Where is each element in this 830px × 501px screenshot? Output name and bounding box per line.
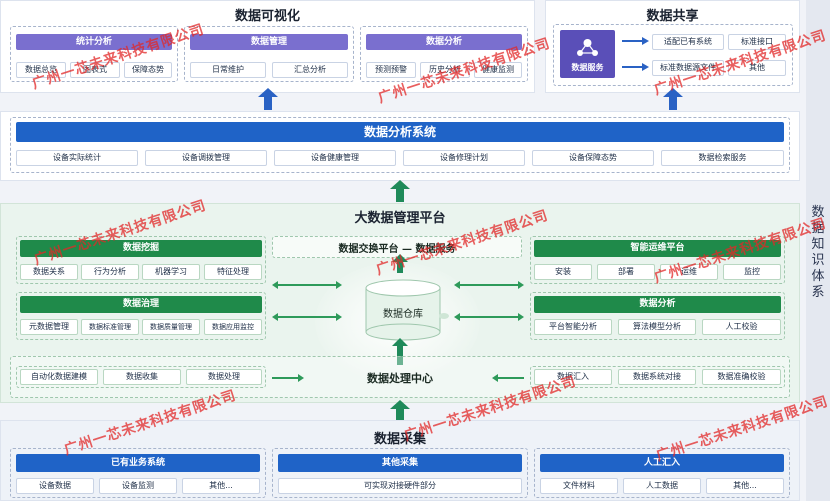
chip-adapt-existing[interactable]: 适配已有系统 [652, 34, 724, 50]
chip-equipment-health[interactable]: 设备健康管理 [274, 150, 396, 166]
warehouse-label: 数据仓库 [383, 309, 423, 320]
up-arrow-sharing [663, 88, 683, 110]
ops-title: 智能运维平台 [534, 240, 781, 257]
chip-equipment-stats[interactable]: 设备实际统计 [16, 150, 138, 166]
up-arrow-analysis-system [390, 180, 410, 202]
connector-processing-right [496, 377, 524, 379]
up-arrow-warehouse [392, 338, 408, 365]
collection-title: 数据采集 [373, 432, 426, 447]
sharing-inner [553, 24, 793, 86]
chip-standard-interface[interactable]: 标准接口 [728, 34, 786, 50]
connector-warehouse-ops [454, 281, 524, 289]
knowledge-system-label: 数据知识体系 [811, 205, 825, 300]
chip-manual-verify[interactable]: 人工校验 [702, 319, 781, 335]
connector-mining-warehouse [272, 281, 342, 289]
chip-summary-analysis[interactable]: 汇总分析 [272, 62, 348, 78]
chip-equipment-data[interactable]: 设备数据 [16, 478, 94, 494]
chip-file-materials[interactable]: 文件材料 [540, 478, 618, 494]
processing-title: 数据处理中心 [367, 372, 433, 385]
governance-box [16, 292, 266, 340]
group-title-analysis: 数据分析 [366, 34, 522, 50]
mining-box [16, 236, 266, 284]
network-icon [577, 39, 598, 56]
sharing-arrows [622, 37, 649, 71]
visualization-title: 数据可视化 [234, 9, 300, 24]
analysis-system-title: 数据分析系统 [16, 122, 784, 142]
chip-data-quality[interactable]: 数据质量管理 [142, 319, 200, 335]
chip-standard-source-file[interactable]: 标准数据源文件 [652, 60, 724, 76]
chip-data-collection[interactable]: 数据收集 [103, 369, 181, 385]
chip-other[interactable]: 其他 [728, 60, 786, 76]
chip-app-monitoring[interactable]: 数据应用监控 [204, 319, 262, 335]
chip-operations[interactable]: 运维 [660, 264, 718, 280]
platform-analysis-title: 数据分析 [534, 296, 781, 313]
chip-equipment-allocation[interactable]: 设备调拨管理 [145, 150, 267, 166]
chip-manual-data[interactable]: 人工数据 [623, 478, 701, 494]
group-title-manage: 数据管理 [190, 34, 348, 50]
processing-right-box [530, 366, 785, 388]
platform-title: 大数据管理平台 [354, 211, 446, 226]
chip-install[interactable]: 安装 [534, 264, 592, 280]
group-title-stats: 统计分析 [16, 34, 172, 50]
chip-equipment-monitoring[interactable]: 设备监测 [99, 478, 177, 494]
collection-title-existing: 已有业务系统 [16, 454, 260, 472]
chip-metadata-management[interactable]: 元数据管理 [20, 319, 78, 335]
chip-data-import[interactable]: 数据汇入 [534, 369, 612, 385]
connector-warehouse-analysis [454, 313, 524, 321]
chip-behavior-analysis[interactable]: 行为分析 [81, 264, 139, 280]
chip-data-processing[interactable]: 数据处理 [186, 369, 262, 385]
processing-left-box [16, 366, 266, 388]
chip-chart[interactable]: 图表式 [70, 62, 120, 78]
chip-support-status[interactable]: 保障态势 [124, 62, 172, 78]
collection-group-other [272, 448, 528, 498]
chip-data-overview[interactable]: 数据总览 [16, 62, 66, 78]
analysis-system-inner [10, 117, 790, 173]
chip-auto-modeling[interactable]: 自动化数据建模 [20, 369, 98, 385]
visualization-group-stats [10, 26, 178, 82]
collection-title-manual: 人工汇入 [540, 454, 784, 472]
collection-group-manual [534, 448, 790, 498]
exchange-platform-label: 数据交换平台 — 数据服务 [338, 244, 456, 255]
chip-platform-smart-analysis[interactable]: 平台智能分析 [534, 319, 612, 335]
chip-existing-other[interactable]: 其他... [182, 478, 260, 494]
chip-forecast-warning[interactable]: 预测预警 [366, 62, 416, 78]
mining-title: 数据挖掘 [20, 240, 262, 257]
chip-accuracy-check[interactable]: 数据准确校验 [702, 369, 781, 385]
up-arrow-exchange [392, 254, 408, 273]
chip-machine-learning[interactable]: 机器学习 [142, 264, 200, 280]
chip-data-search[interactable]: 数据检索服务 [661, 150, 784, 166]
chip-manual-other[interactable]: 其他... [706, 478, 784, 494]
chip-deploy[interactable]: 部署 [597, 264, 655, 280]
chip-feature-processing[interactable]: 特征处理 [204, 264, 262, 280]
chip-algorithm-model[interactable]: 算法模型分析 [618, 319, 696, 335]
connector-governance-warehouse [272, 313, 342, 321]
knowledge-system-panel [806, 0, 830, 501]
data-service-box[interactable]: 数据服务 [560, 30, 615, 78]
ops-box [530, 236, 785, 284]
sharing-title: 数据共享 [646, 9, 699, 24]
chip-system-docking[interactable]: 数据系统对接 [618, 369, 696, 385]
database-icon [365, 279, 449, 341]
chip-data-standard[interactable]: 数据标准管理 [81, 319, 139, 335]
chip-hardware-docking[interactable]: 可实现对接硬件部分 [278, 478, 522, 494]
chip-history-analysis[interactable]: 历史分析 [420, 62, 470, 78]
collection-group-existing [10, 448, 266, 498]
chip-daily-maintenance[interactable]: 日常维护 [190, 62, 266, 78]
up-arrow-collection [390, 400, 410, 424]
connector-processing-left [272, 374, 304, 382]
chip-health-monitoring[interactable]: 健康监测 [474, 62, 522, 78]
governance-title: 数据治理 [20, 296, 262, 313]
chip-data-relation[interactable]: 数据关系 [20, 264, 78, 280]
chip-equipment-support[interactable]: 设备保障态势 [532, 150, 654, 166]
data-service-label: 数据服务 [571, 63, 604, 72]
platform-analysis-box [530, 292, 785, 340]
visualization-group-manage [184, 26, 354, 82]
chip-monitor[interactable]: 监控 [723, 264, 781, 280]
visualization-group-analysis [360, 26, 528, 82]
up-arrow-visualization [258, 88, 278, 110]
collection-title-other: 其他采集 [278, 454, 522, 472]
chip-repair-plan[interactable]: 设备修理计划 [403, 150, 525, 166]
